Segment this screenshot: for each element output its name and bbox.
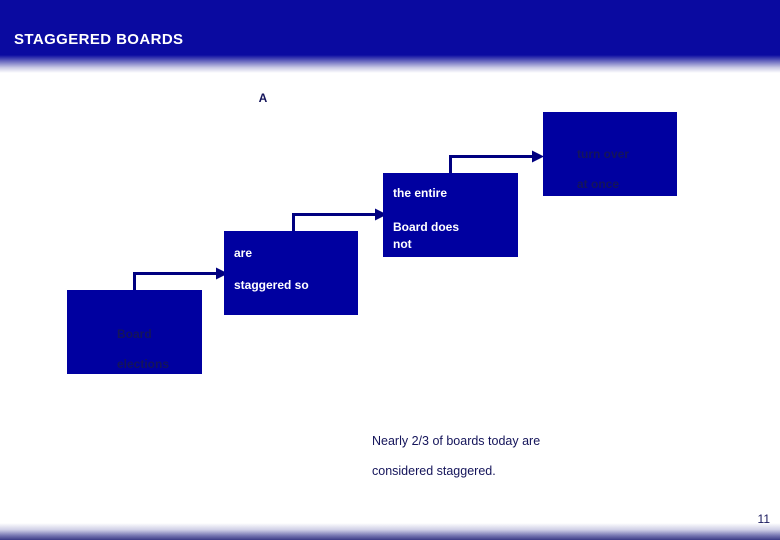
caption-line-2: considered staggered.: [372, 464, 496, 478]
footer-gradient-bar: [0, 523, 780, 540]
flow-box-are-staggered-line2: staggered so: [234, 278, 309, 292]
flow-box-the-entire-board-line3-text: not: [393, 237, 412, 251]
flow-box-are-staggered-line1: are: [234, 246, 253, 260]
flow-box-turn-over-at-once-line2: at once: [577, 177, 620, 191]
page-number: 11: [757, 512, 770, 526]
flow-box-board-elections: [67, 290, 202, 374]
flow-box-board-elections-line2: elections: [117, 357, 170, 371]
header-gradient-fade: [0, 55, 780, 73]
caption-line-1: Nearly 2/3 of boards today are: [372, 434, 541, 448]
page-title: STAGGERED BOARDS: [14, 31, 184, 48]
flow-box-the-entire-board-line1: the entire: [393, 186, 448, 200]
flow-box-are-staggered: are staggered so: [224, 231, 358, 315]
flow-box-the-entire-board: the entire Board does not: [383, 173, 518, 257]
slide-header-bar: [0, 0, 780, 55]
caption-block: Nearly 2/3 of boards today are considere…: [372, 426, 712, 486]
flow-box-the-entire-board-line2-text: Board does: [393, 220, 460, 234]
stage-marker-a: A: [258, 91, 268, 105]
flow-box-turn-over-at-once-line1: turn over: [577, 147, 630, 161]
flow-box-turn-over-at-once: [543, 112, 677, 196]
flow-box-the-entire-board-line2: Board does not: [393, 219, 512, 253]
flow-box-board-elections-line1: Board: [117, 327, 152, 341]
